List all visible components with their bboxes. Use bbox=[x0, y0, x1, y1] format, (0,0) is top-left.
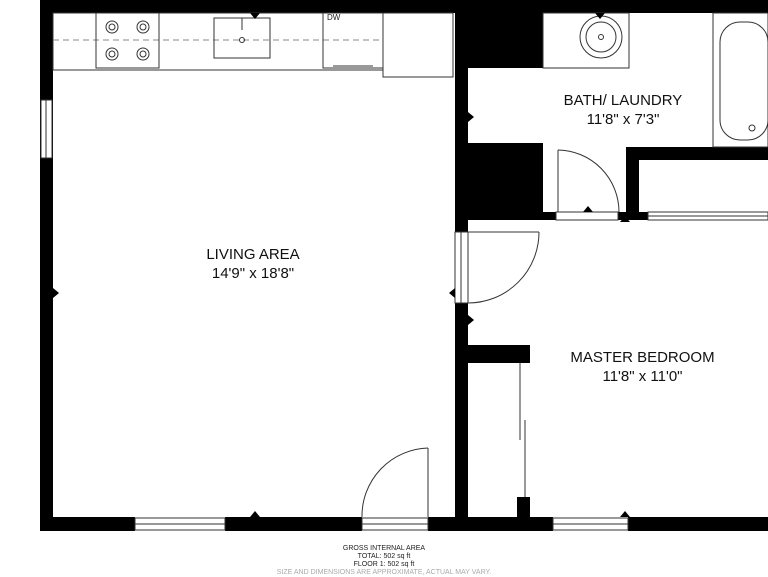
wall-closet-top bbox=[468, 345, 530, 363]
stove-burner-1 bbox=[105, 20, 119, 34]
disclaimer: SIZE AND DIMENSIONS ARE APPROXIMATE, ACT… bbox=[276, 569, 492, 576]
wall-bath-left-stub bbox=[535, 143, 543, 220]
room-dims: 11'8" x 11'0" bbox=[602, 368, 683, 385]
dishwasher bbox=[322, 12, 384, 69]
room-dims: 14'9" x 18'8" bbox=[211, 265, 295, 282]
area-total: TOTAL: 502 sq ft bbox=[357, 553, 411, 560]
bath-door-swing bbox=[557, 149, 620, 213]
stove-burner-3 bbox=[105, 47, 119, 61]
dishwasher-label: DW bbox=[327, 13, 341, 22]
fridge bbox=[382, 12, 454, 78]
wall-laundry-side bbox=[626, 147, 639, 220]
room-label-bedroom: MASTER BEDROOM 11'8" x 11'0" bbox=[560, 348, 725, 386]
doors bbox=[361, 149, 620, 531]
windows bbox=[40, 99, 768, 531]
bathtub bbox=[712, 12, 768, 148]
room-label-bath: BATH/ LAUNDRY 11'8" x 7'3" bbox=[543, 91, 703, 129]
vanity bbox=[542, 12, 630, 69]
area-floor-1: FLOOR 1: 502 sq ft bbox=[353, 561, 415, 568]
room-name: LIVING AREA bbox=[206, 246, 300, 263]
wall-bath-bottom bbox=[468, 212, 557, 220]
wall-bath-block bbox=[455, 143, 543, 220]
walls bbox=[40, 0, 768, 531]
wall-bath-top bbox=[455, 0, 543, 68]
kitchen-counter bbox=[52, 12, 454, 78]
front-door-swing bbox=[361, 447, 429, 518]
dimension-markers bbox=[53, 13, 630, 517]
area-summary: GROSS INTERNAL AREA TOTAL: 502 sq ft FLO… bbox=[0, 545, 768, 577]
wall-left bbox=[40, 0, 53, 531]
wall-top-left bbox=[40, 0, 455, 13]
bath-fixtures bbox=[542, 12, 768, 148]
wall-center-lower bbox=[455, 303, 468, 531]
room-name: BATH/ LAUNDRY bbox=[563, 92, 683, 109]
wall-bottom-d bbox=[628, 517, 768, 531]
room-label-living: LIVING AREA 14'9" x 18'8" bbox=[173, 245, 333, 283]
wall-bottom-a bbox=[40, 517, 135, 531]
bedroom-door-swing bbox=[467, 231, 540, 304]
stove-burner-2 bbox=[136, 20, 150, 34]
area-summary-title: GROSS INTERNAL AREA bbox=[342, 545, 426, 552]
wall-bottom-b bbox=[225, 517, 362, 531]
stove-burner-4 bbox=[136, 47, 150, 61]
room-name: MASTER BEDROOM bbox=[570, 349, 715, 366]
stove bbox=[95, 12, 160, 69]
wall-closet-bottom bbox=[517, 497, 530, 517]
room-dims: 11'8" x 7'3" bbox=[586, 111, 660, 128]
wall-bottom-c bbox=[428, 517, 553, 531]
wall-laundry-box bbox=[626, 147, 768, 160]
